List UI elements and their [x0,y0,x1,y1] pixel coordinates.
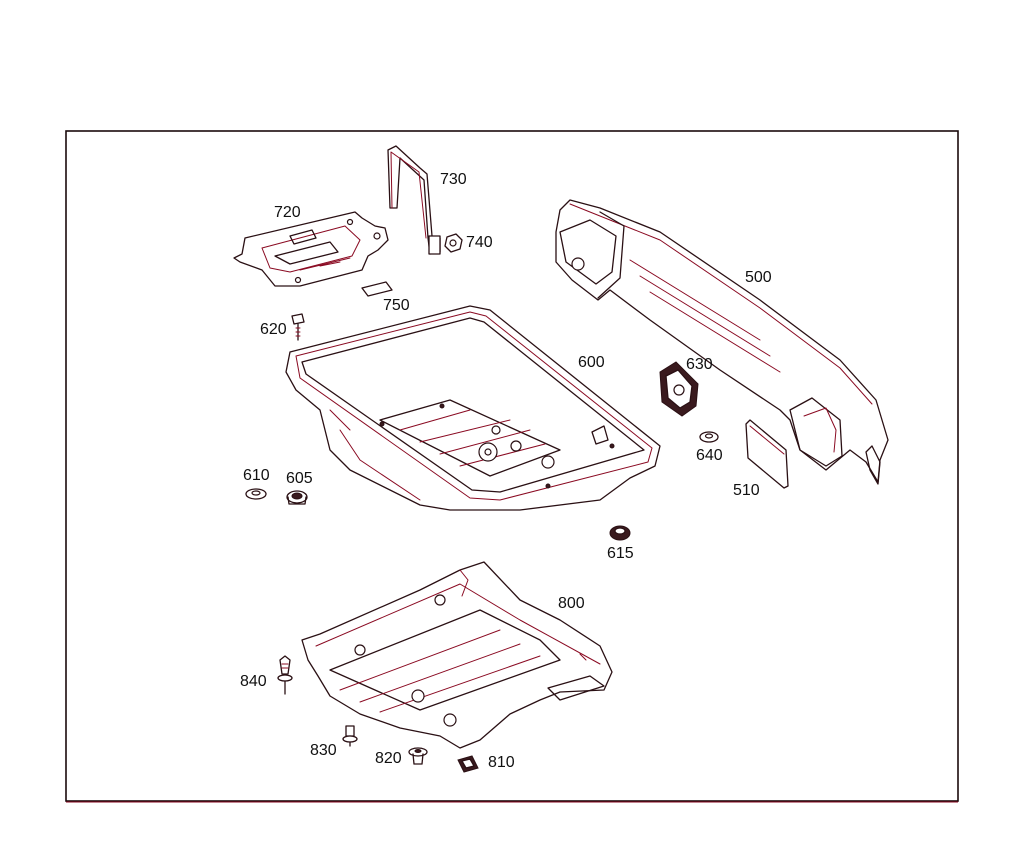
label-720: 720 [274,204,301,221]
part-605-plug[interactable] [286,490,308,505]
label-730: 730 [440,171,467,188]
part-610-grommet[interactable] [245,488,267,500]
part-720-bracket[interactable] [233,211,389,287]
label-740: 740 [466,234,493,251]
label-500: 500 [745,269,772,286]
part-750-pad[interactable] [361,281,393,297]
label-630: 630 [686,356,713,373]
label-830: 830 [310,742,337,759]
part-840-bolt[interactable] [277,655,293,695]
part-730-strap[interactable] [387,145,441,255]
label-750: 750 [383,297,410,314]
part-500-beam[interactable] [555,199,889,485]
label-840: 840 [240,673,267,690]
part-640-grommet[interactable] [699,431,719,443]
label-640: 640 [696,447,723,464]
part-620-bolt[interactable] [291,313,305,341]
label-600: 600 [578,354,605,371]
part-600-tub[interactable] [285,305,661,511]
part-630-cover[interactable] [659,361,699,417]
part-810-clip-nut[interactable] [457,755,479,773]
part-830-screw[interactable] [342,725,358,747]
label-605: 605 [286,470,313,487]
label-810: 810 [488,754,515,771]
label-615: 615 [607,545,634,562]
part-800-panel[interactable] [301,561,613,749]
part-820-clip[interactable] [408,747,428,765]
label-800: 800 [558,595,585,612]
diagram-border [65,130,959,802]
label-510: 510 [733,482,760,499]
label-620: 620 [260,321,287,338]
label-610: 610 [243,467,270,484]
part-740-nut[interactable] [444,233,463,253]
part-615-nut[interactable] [609,525,631,541]
part-510-plate[interactable] [745,419,789,489]
label-820: 820 [375,750,402,767]
